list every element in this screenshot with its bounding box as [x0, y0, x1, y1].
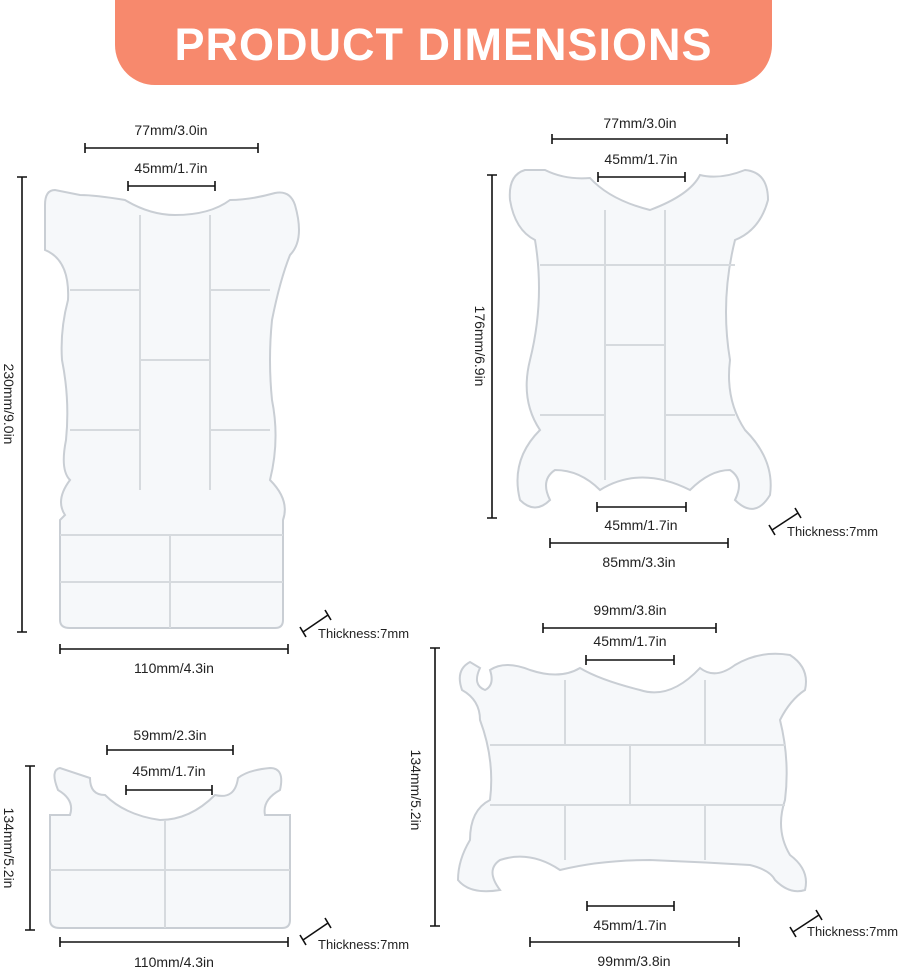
stand-small-shape — [49, 766, 291, 929]
p3-bottom-width: 110mm/4.3in — [134, 954, 214, 970]
p1-inner-width: 45mm/1.7in — [134, 160, 208, 176]
stand-medium-shape — [508, 168, 772, 510]
p4-inner-width: 45mm/1.7in — [593, 633, 667, 649]
p4-bottom-inner-width: 45mm/1.7in — [593, 917, 667, 933]
p2-bottom-width: 85mm/3.3in — [602, 554, 676, 570]
dimension-lines — [17, 134, 823, 947]
title-banner: PRODUCT DIMENSIONS — [115, 0, 772, 85]
p2-top-width: 77mm/3.0in — [603, 115, 677, 131]
p2-inner-width: 45mm/1.7in — [604, 151, 678, 167]
banner-title: PRODUCT DIMENSIONS — [174, 19, 713, 70]
p1-height: 230mm/9.0in — [1, 363, 17, 445]
p2-height: 176mm/6.9in — [472, 305, 488, 387]
stand-large-shape — [44, 188, 300, 629]
p2-thickness: Thickness:7mm — [787, 524, 879, 539]
p3-height: 134mm/5.2in — [1, 807, 17, 889]
p4-thickness: Thickness:7mm — [807, 924, 899, 939]
p3-inner-width: 45mm/1.7in — [132, 763, 206, 779]
p4-bottom-width: 99mm/3.8in — [597, 953, 671, 969]
p1-thickness: Thickness:7mm — [318, 626, 410, 641]
p4-height: 134mm/5.2in — [408, 749, 424, 831]
p3-top-width: 59mm/2.3in — [133, 727, 207, 743]
p4-top-width: 99mm/3.8in — [593, 602, 667, 618]
stand-wide-shape — [456, 652, 807, 893]
p1-top-width: 77mm/3.0in — [134, 122, 208, 138]
p1-bottom-width: 110mm/4.3in — [134, 660, 214, 676]
p3-thickness: Thickness:7mm — [318, 937, 410, 952]
p2-bottom-inner-width: 45mm/1.7in — [604, 517, 678, 533]
